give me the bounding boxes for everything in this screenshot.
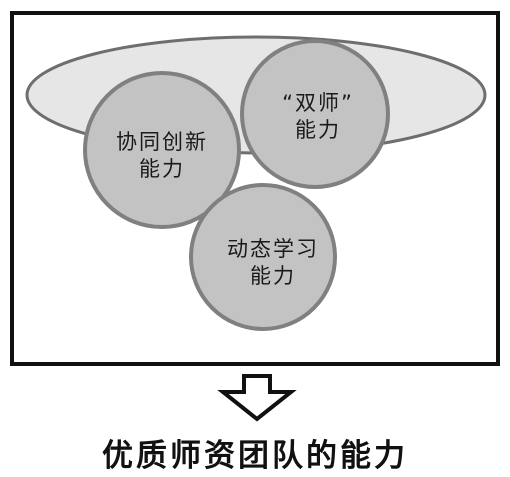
circle-dynamic-learning-line1: 动态学习	[227, 237, 319, 261]
circle-dual-teacher-line2: 能力	[295, 118, 341, 142]
circle-dual-teacher-line1: “双师”	[282, 91, 354, 115]
diagram-caption: 优质师资团队的能力	[102, 438, 408, 474]
circle-dual-teacher: “双师” 能力	[240, 39, 390, 189]
circle-dynamic-learning: 动态学习 能力	[189, 183, 337, 331]
circle-dynamic-learning-line2: 能力	[250, 264, 296, 288]
circle-collaborative-innovation-line1: 协同创新	[116, 130, 208, 154]
circle-collaborative-innovation-line2: 能力	[139, 157, 185, 181]
circle-collaborative-innovation: 协同创新 能力	[83, 71, 241, 229]
down-arrow-icon	[217, 374, 297, 422]
